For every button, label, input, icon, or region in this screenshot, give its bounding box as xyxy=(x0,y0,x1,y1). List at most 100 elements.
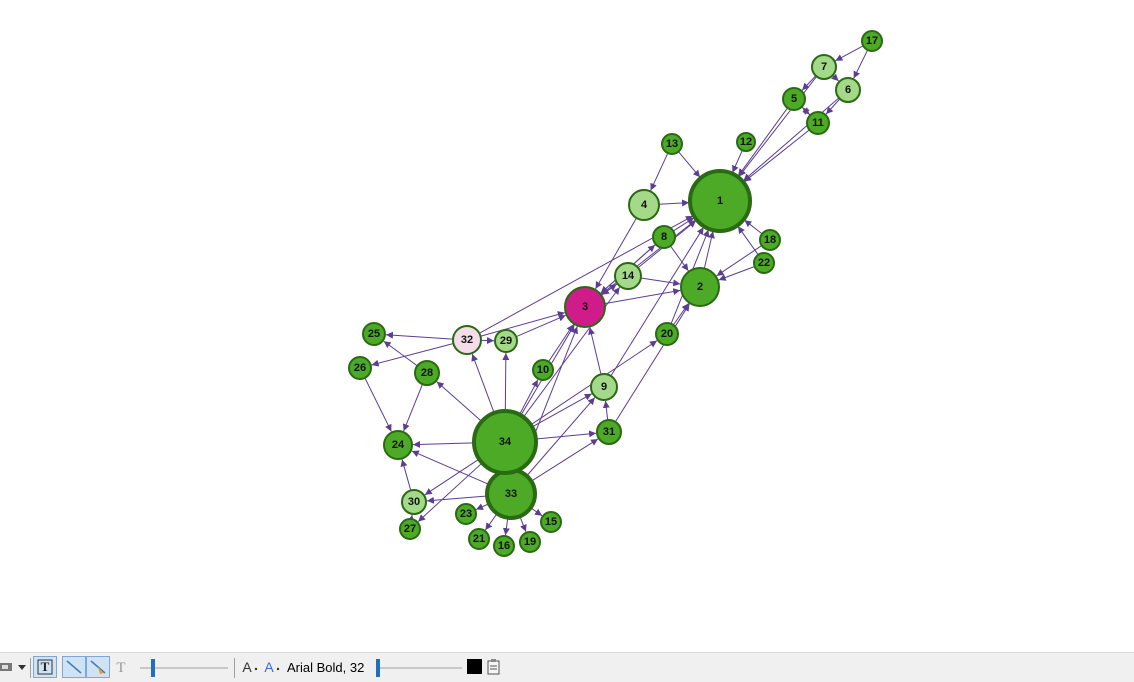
edge-33-21[interactable] xyxy=(484,513,498,531)
node-circle[interactable] xyxy=(590,373,618,401)
node-circle[interactable] xyxy=(680,267,720,307)
node-27[interactable]: 27 xyxy=(399,518,421,540)
node-circle[interactable] xyxy=(688,169,752,233)
edge-33-15[interactable] xyxy=(530,507,543,517)
node-circle[interactable] xyxy=(861,30,883,52)
node-8[interactable]: 8 xyxy=(652,225,676,249)
edge-9-3[interactable] xyxy=(588,327,602,375)
clipboard-icon[interactable] xyxy=(485,656,503,678)
edge-6-11[interactable] xyxy=(825,98,841,115)
node-circle[interactable] xyxy=(519,531,541,553)
edge-3-2[interactable] xyxy=(604,288,681,305)
node-circle[interactable] xyxy=(452,325,482,355)
edge-22-2[interactable] xyxy=(718,266,755,281)
node-5[interactable]: 5 xyxy=(782,87,806,111)
edge-13-1[interactable] xyxy=(678,151,701,178)
edge-22-1[interactable] xyxy=(737,225,759,256)
edge-2-1[interactable] xyxy=(703,231,715,269)
node-34[interactable]: 34 xyxy=(472,409,538,475)
node-circle[interactable] xyxy=(493,535,515,557)
node-circle[interactable] xyxy=(652,225,676,249)
node-19[interactable]: 19 xyxy=(519,531,541,553)
node-circle[interactable] xyxy=(383,430,413,460)
node-23[interactable]: 23 xyxy=(455,503,477,525)
edge-10-3[interactable] xyxy=(548,324,574,362)
text-light-icon[interactable]: T xyxy=(112,656,130,678)
node-circle[interactable] xyxy=(655,322,679,346)
edge-20-2[interactable] xyxy=(672,303,689,326)
node-circle[interactable] xyxy=(736,132,756,152)
edge-34-24[interactable] xyxy=(412,440,475,448)
edge-28-25[interactable] xyxy=(383,340,418,367)
edge-33-19[interactable] xyxy=(519,516,527,532)
edge-31-2[interactable] xyxy=(614,303,690,423)
edge-33-9[interactable] xyxy=(526,397,596,477)
node-21[interactable]: 21 xyxy=(468,528,490,550)
node-32[interactable]: 32 xyxy=(452,325,482,355)
node-circle[interactable] xyxy=(759,229,781,251)
node-14[interactable]: 14 xyxy=(614,262,642,290)
edge-18-1[interactable] xyxy=(744,219,763,235)
node-13[interactable]: 13 xyxy=(661,133,683,155)
edge-34-9[interactable] xyxy=(531,393,593,428)
edge-17-6[interactable] xyxy=(853,49,869,79)
edge-4-3[interactable] xyxy=(595,217,637,290)
font-size-slider-track[interactable] xyxy=(376,667,462,669)
node-4[interactable]: 4 xyxy=(628,189,660,221)
node-circle[interactable] xyxy=(753,252,775,274)
font-size-icon[interactable]: A xyxy=(241,656,259,678)
edge-12-1[interactable] xyxy=(732,150,743,173)
node-2[interactable]: 2 xyxy=(680,267,720,307)
edge-34-30[interactable] xyxy=(424,458,480,496)
edge-29-3[interactable] xyxy=(515,314,566,338)
node-20[interactable]: 20 xyxy=(655,322,679,346)
node-circle[interactable] xyxy=(362,322,386,346)
edge-7-5[interactable] xyxy=(801,75,817,91)
node-24[interactable]: 24 xyxy=(383,430,413,460)
edge-4-1[interactable] xyxy=(658,199,690,207)
edge-17-7[interactable] xyxy=(835,45,864,62)
node-circle[interactable] xyxy=(468,528,490,550)
node-circle[interactable] xyxy=(564,286,606,328)
node-31[interactable]: 31 xyxy=(596,419,622,445)
node-16[interactable]: 16 xyxy=(493,535,515,557)
edge-34-32[interactable] xyxy=(471,353,495,414)
node-circle[interactable] xyxy=(455,503,477,525)
edge-33-31[interactable] xyxy=(531,438,599,482)
edge-28-24[interactable] xyxy=(402,383,423,432)
edge-34-29[interactable] xyxy=(502,352,510,412)
node-33[interactable]: 33 xyxy=(485,468,537,520)
node-11[interactable]: 11 xyxy=(806,111,830,135)
node-15[interactable]: 15 xyxy=(540,511,562,533)
screen-icon[interactable] xyxy=(0,656,14,678)
font-color-icon[interactable]: A xyxy=(263,656,281,678)
node-3[interactable]: 3 xyxy=(564,286,606,328)
node-12[interactable]: 12 xyxy=(736,132,756,152)
node-circle[interactable] xyxy=(628,189,660,221)
text-bold-icon[interactable]: T xyxy=(33,656,57,678)
node-17[interactable]: 17 xyxy=(861,30,883,52)
edge-9-1[interactable] xyxy=(610,227,705,377)
edge-11-1[interactable] xyxy=(743,129,810,183)
edge-33-23[interactable] xyxy=(475,503,490,510)
node-30[interactable]: 30 xyxy=(401,489,427,515)
edge-34-27[interactable] xyxy=(417,462,483,522)
edge-26-24[interactable] xyxy=(364,377,392,432)
node-22[interactable]: 22 xyxy=(753,252,775,274)
node-28[interactable]: 28 xyxy=(414,360,440,386)
edge-13-4[interactable] xyxy=(650,152,669,191)
node-1[interactable]: 1 xyxy=(688,169,752,233)
node-26[interactable]: 26 xyxy=(348,356,372,380)
node-circle[interactable] xyxy=(835,77,861,103)
node-circle[interactable] xyxy=(532,359,554,381)
edge-34-31[interactable] xyxy=(535,430,597,440)
edge-7-1[interactable] xyxy=(738,76,818,177)
edge-32-3[interactable] xyxy=(480,311,565,337)
node-circle[interactable] xyxy=(348,356,372,380)
node-circle[interactable] xyxy=(661,133,683,155)
node-circle[interactable] xyxy=(399,518,421,540)
node-circle[interactable] xyxy=(806,111,830,135)
edge-32-26[interactable] xyxy=(371,343,454,367)
color-swatch[interactable] xyxy=(467,659,482,674)
label-size-slider-thumb[interactable] xyxy=(151,659,155,677)
